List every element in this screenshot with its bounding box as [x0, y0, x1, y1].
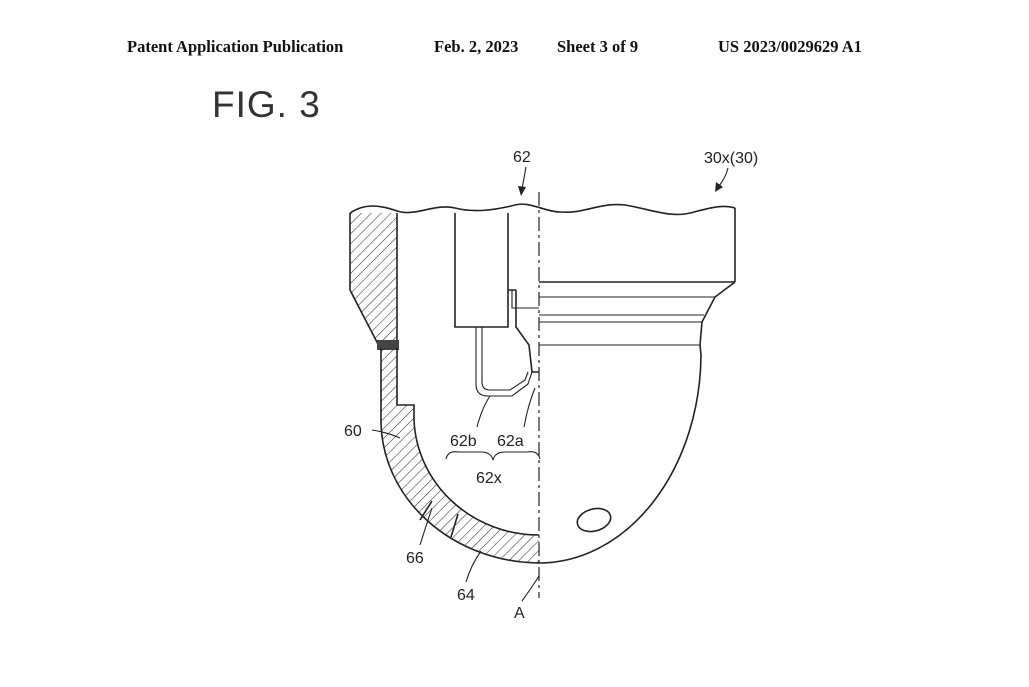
label-62a: 62a: [497, 433, 524, 450]
publication-type: Patent Application Publication: [127, 37, 344, 56]
publication-date: Feb. 2, 2023: [434, 37, 519, 56]
label-30x: 30x(30): [704, 150, 758, 167]
label-a: A: [514, 605, 525, 622]
label-66: 66: [406, 550, 424, 567]
label-60: 60: [344, 423, 362, 440]
label-62: 62: [513, 149, 531, 166]
break-line: [349, 203, 736, 216]
figure-title: FIG. 3: [212, 84, 321, 125]
inner-part-62: [454, 213, 539, 397]
reference-labels: 30x(30) 62 60 62b 62a 62x 66 64 A: [344, 149, 758, 622]
label-64: 64: [457, 587, 475, 604]
leader-lines: [371, 166, 729, 602]
bowl-wall-section: [380, 348, 539, 564]
patent-number: US 2023/0029629 A1: [718, 37, 862, 56]
member-30x-exterior: [538, 208, 736, 564]
sheet-number: Sheet 3 of 9: [557, 37, 639, 56]
housing-wall-section: [349, 213, 399, 350]
label-62x: 62x: [476, 470, 502, 487]
label-62b: 62b: [450, 433, 477, 450]
